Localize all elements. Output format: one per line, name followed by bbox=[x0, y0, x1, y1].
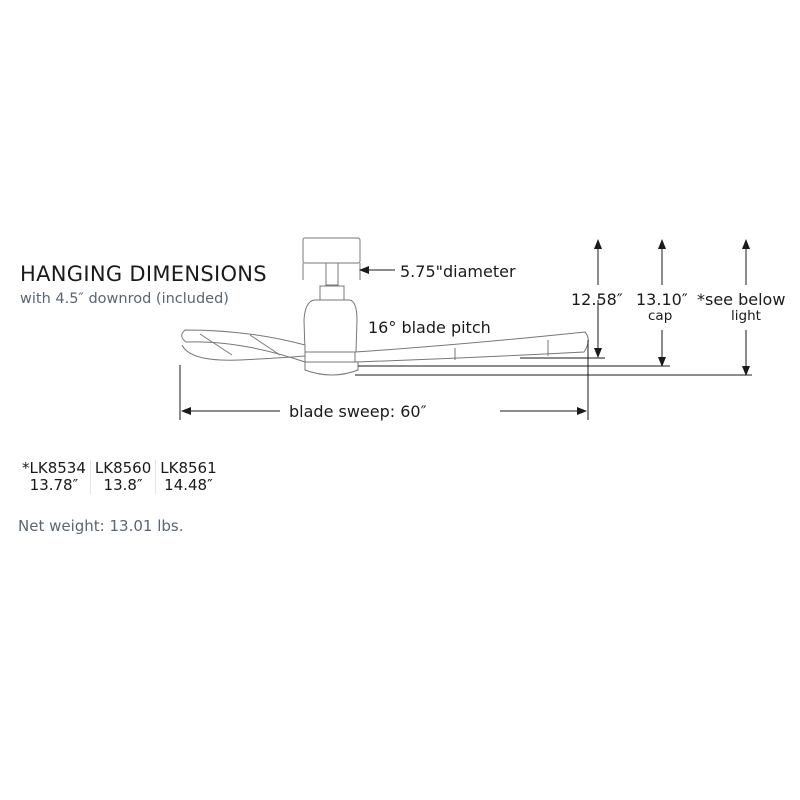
canopy-diameter-label: 5.75"diameter bbox=[400, 262, 516, 281]
model-name: LK8560 bbox=[94, 459, 152, 477]
height-label-3: *see below bbox=[697, 290, 786, 309]
coupler bbox=[319, 285, 345, 301]
blade-pitch-label: 16° blade pitch bbox=[368, 318, 491, 337]
model-height-table: *LK8534 13.78″ LK8560 13.8″ LK8561 14.48… bbox=[18, 460, 221, 494]
height-label-2: 13.10″ bbox=[636, 290, 688, 309]
height-note-cap: cap bbox=[648, 308, 673, 324]
blade-sweep-label: blade sweep: 60″ bbox=[289, 402, 427, 421]
page-title: HANGING DIMENSIONS bbox=[20, 262, 267, 286]
model-name: *LK8534 bbox=[22, 459, 86, 477]
canopy bbox=[302, 237, 361, 264]
light-kit bbox=[304, 361, 359, 376]
model-height: 14.48″ bbox=[164, 476, 213, 494]
model-height: 13.8″ bbox=[103, 476, 143, 494]
subtitle: with 4.5″ downrod (included) bbox=[20, 291, 229, 307]
blade-left bbox=[181, 329, 306, 363]
model-name: LK8561 bbox=[160, 459, 217, 477]
downrod bbox=[325, 262, 339, 286]
motor-housing bbox=[303, 299, 358, 353]
model-column: *LK8534 13.78″ bbox=[18, 460, 91, 494]
model-column: LK8561 14.48″ bbox=[156, 460, 220, 494]
height-note-light: light bbox=[731, 308, 761, 324]
net-weight: Net weight: 13.01 lbs. bbox=[18, 517, 184, 535]
height-label-1: 12.58″ bbox=[571, 290, 623, 309]
model-column: LK8560 13.8″ bbox=[91, 459, 157, 494]
model-height: 13.78″ bbox=[29, 476, 79, 494]
fan-drawing bbox=[181, 237, 589, 376]
dimension-lines bbox=[179, 239, 752, 420]
